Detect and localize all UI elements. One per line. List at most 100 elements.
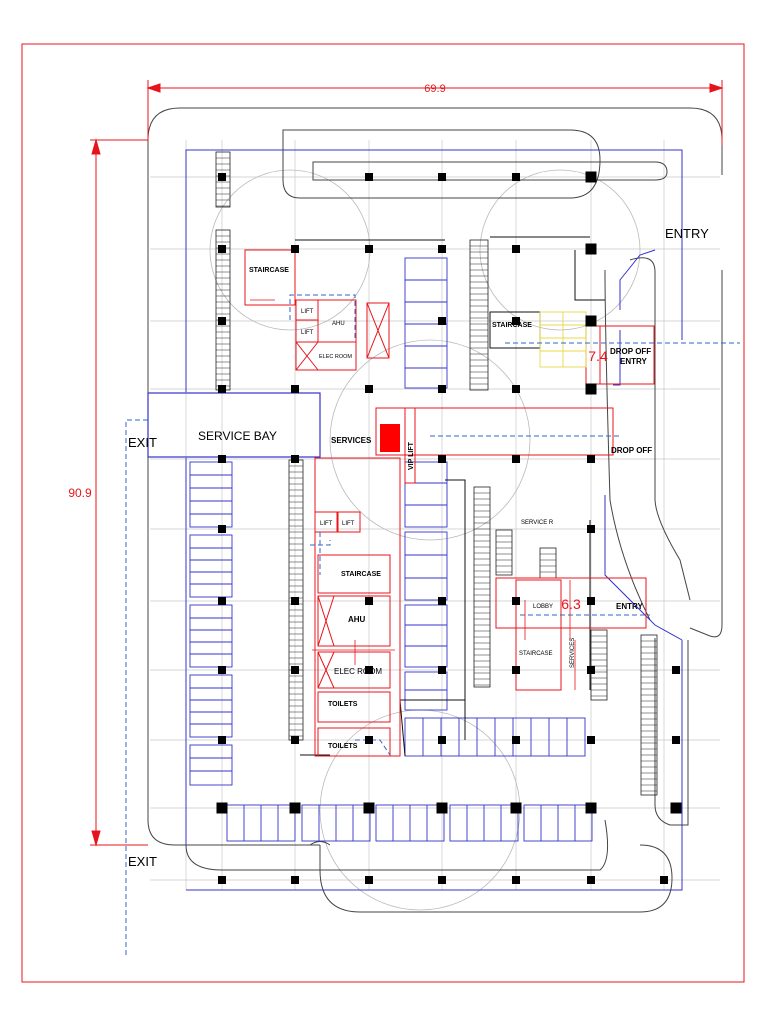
elec-room-label-mid: ELEC ROOM bbox=[334, 667, 382, 676]
dashed-routes bbox=[125, 294, 740, 955]
drop-off-entry-label-2: ENTRY bbox=[620, 357, 647, 366]
column bbox=[585, 802, 597, 814]
parking-central bbox=[404, 257, 448, 711]
column bbox=[512, 385, 520, 393]
column bbox=[365, 173, 373, 181]
column bbox=[218, 666, 226, 674]
column bbox=[218, 245, 226, 253]
toilets-label-1: TOILETS bbox=[328, 701, 358, 708]
lift-label-3: LIFT bbox=[320, 521, 333, 527]
staircase-label-top-left: STAIRCASE bbox=[249, 267, 289, 274]
lift-label-2: LIFT bbox=[301, 330, 314, 336]
column bbox=[218, 525, 226, 533]
dropoff-width-dimension: 7.4 bbox=[588, 348, 608, 364]
column bbox=[585, 315, 597, 327]
column bbox=[363, 802, 375, 814]
column bbox=[587, 876, 595, 884]
column bbox=[436, 802, 448, 814]
service-cores bbox=[244, 249, 655, 757]
services-label: SERVICES bbox=[331, 436, 372, 445]
drawing-frame bbox=[21, 43, 745, 983]
staircase-label-top-right: STAIRCASE bbox=[492, 322, 532, 329]
column bbox=[672, 736, 680, 744]
service-r-label: SERVICE R bbox=[521, 520, 554, 526]
column bbox=[438, 317, 446, 325]
column bbox=[585, 243, 597, 255]
height-dimension: 90.9 bbox=[68, 486, 92, 500]
column bbox=[218, 455, 226, 463]
exit-label-top: EXIT bbox=[128, 435, 157, 450]
column bbox=[510, 802, 522, 814]
staircase-label-lower-right: STAIRCASE bbox=[519, 651, 553, 657]
width-dimension: 69.9 bbox=[424, 83, 445, 95]
service-bay bbox=[147, 392, 321, 458]
lobby-width-dimension: 6.3 bbox=[561, 596, 581, 612]
building-outline bbox=[185, 149, 683, 891]
column bbox=[512, 317, 520, 325]
column bbox=[512, 876, 520, 884]
column bbox=[218, 317, 226, 325]
parking-bottom bbox=[226, 804, 593, 842]
column bbox=[512, 666, 520, 674]
toilets-label-2: TOILETS bbox=[328, 743, 358, 750]
column bbox=[216, 802, 228, 814]
column bbox=[670, 802, 682, 814]
services-vertical-label: SERVICES bbox=[570, 638, 576, 668]
structural-grid bbox=[150, 140, 720, 890]
column bbox=[291, 597, 299, 605]
column bbox=[585, 171, 597, 183]
ahu-label-top: AHU bbox=[332, 321, 345, 327]
column bbox=[512, 597, 520, 605]
column bbox=[660, 876, 668, 884]
column bbox=[218, 876, 226, 884]
column bbox=[289, 802, 301, 814]
core-walls bbox=[295, 236, 605, 757]
column bbox=[438, 455, 446, 463]
column bbox=[512, 173, 520, 181]
service-shaft bbox=[380, 424, 400, 452]
parking-inner-row bbox=[404, 717, 586, 757]
column bbox=[587, 736, 595, 744]
column bbox=[585, 383, 597, 395]
lift-label-1: LIFT bbox=[301, 309, 314, 315]
column bbox=[365, 876, 373, 884]
vip-lift-label: VIP LIFT bbox=[408, 441, 415, 470]
drop-off-label: DROP OFF bbox=[611, 446, 652, 455]
column bbox=[587, 597, 595, 605]
column bbox=[218, 736, 226, 744]
yellow-stair bbox=[539, 311, 587, 368]
column bbox=[218, 173, 226, 181]
column bbox=[291, 455, 299, 463]
column bbox=[438, 736, 446, 744]
column bbox=[218, 597, 226, 605]
column bbox=[438, 666, 446, 674]
column bbox=[512, 245, 520, 253]
ahu-label-mid: AHU bbox=[348, 615, 366, 624]
column bbox=[587, 666, 595, 674]
column bbox=[587, 525, 595, 533]
lobby-label: LOBBY bbox=[533, 604, 553, 610]
column bbox=[365, 385, 373, 393]
column bbox=[438, 173, 446, 181]
column bbox=[291, 736, 299, 744]
column bbox=[365, 597, 373, 605]
column bbox=[438, 245, 446, 253]
column bbox=[512, 736, 520, 744]
column bbox=[365, 666, 373, 674]
drop-off-entry-label-1: DROP OFF bbox=[610, 347, 651, 356]
exit-label-bottom: EXIT bbox=[128, 854, 157, 869]
staircase-label-mid: STAIRCASE bbox=[341, 571, 381, 578]
column bbox=[438, 876, 446, 884]
column bbox=[291, 385, 299, 393]
structural-columns bbox=[216, 171, 682, 884]
column bbox=[438, 597, 446, 605]
column bbox=[438, 385, 446, 393]
parking-left bbox=[189, 461, 233, 786]
column bbox=[365, 245, 373, 253]
column bbox=[291, 666, 299, 674]
column bbox=[218, 385, 226, 393]
elec-room-label-top: ELEC ROOM bbox=[319, 354, 352, 360]
entry-label-top: ENTRY bbox=[665, 226, 709, 241]
column bbox=[587, 455, 595, 463]
